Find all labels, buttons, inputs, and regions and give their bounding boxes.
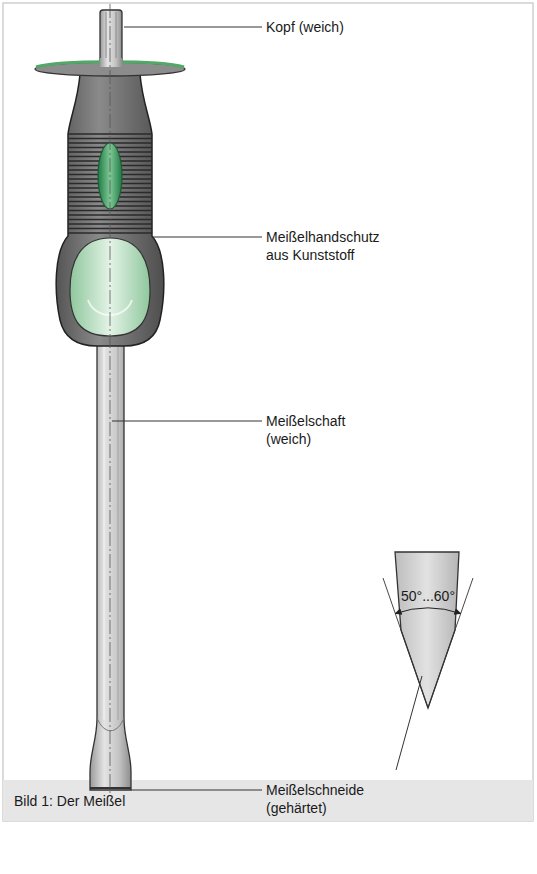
caption-band [3,780,533,821]
cutting-wedge [395,552,459,708]
leader-line [112,421,262,422]
part-label: Meißelschneide (gehärtet) [266,781,378,817]
leader-line [396,676,422,770]
head-neck [100,58,122,67]
grip-rib [60,133,160,135]
center-line [110,4,111,796]
part-label: Meißelhandschutz aus Kunststoff [266,228,398,264]
head-flute [116,12,117,62]
chisel-shaft [90,338,131,790]
leader-line [152,237,262,238]
shaft-highlight [104,345,105,720]
part-label: Kopf (weich) [266,18,466,36]
head-flute [106,12,107,62]
angle-label: 50°...60° [383,587,473,605]
leader-line [131,790,262,791]
cutting-edge [90,787,131,789]
leader-line [124,27,262,28]
angle-arc [395,608,460,613]
shaft-flare [97,718,124,731]
part-label: Meißelschaft (weich) [266,412,366,448]
figure-frame [3,3,533,821]
figure-caption: Bild 1: Der Meißel [14,792,125,810]
chisel-head [100,10,122,70]
shaft-facet [118,345,119,720]
